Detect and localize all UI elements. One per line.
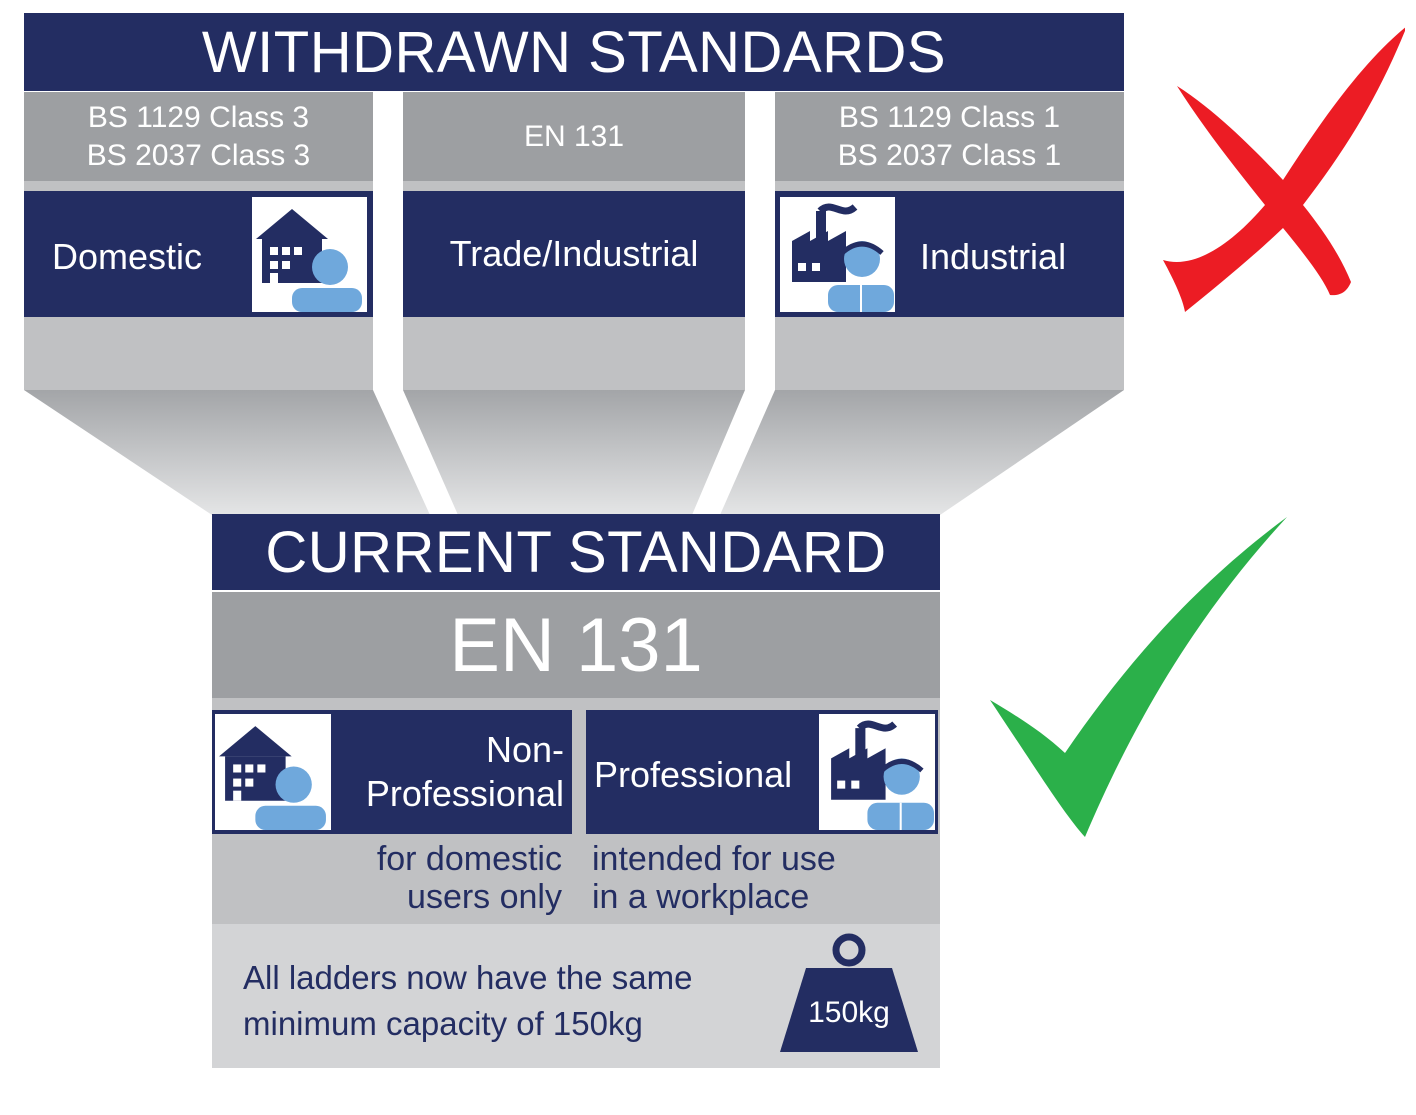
description-line: in a workplace (592, 878, 810, 916)
divider (775, 181, 1124, 191)
label-line: Non- (485, 729, 564, 770)
category-label: Industrial (920, 236, 1067, 277)
column-base (24, 317, 373, 390)
category-label: Non- Professional (366, 728, 564, 816)
note-line: All ladders now have the same (243, 959, 693, 996)
house-person-icon (252, 197, 367, 312)
weight-label: 150kg (808, 996, 890, 1029)
non-professional-description: for domestic users only (377, 840, 562, 916)
description-line: users only (407, 878, 562, 916)
standard-line: BS 1129 Class 3 (87, 100, 310, 134)
check-icon (990, 517, 1287, 837)
standard-line: BS 2037 Class 1 (837, 138, 1062, 172)
current-standard: EN 131 (212, 592, 940, 698)
capacity-note: All ladders now have the same minimum ca… (243, 955, 692, 1047)
non-professional-card: Non- Professional (212, 710, 572, 834)
withdrawn-title: WITHDRAWN STANDARDS (24, 13, 1124, 91)
withdrawn-standard-col3: BS 1129 Class 1 BS 2037 Class 1 (775, 92, 1124, 181)
label-line: Professional (365, 773, 564, 814)
column-base (775, 317, 1124, 390)
withdrawn-category-col2: Trade/Industrial (403, 191, 745, 317)
standard-line: BS 2037 Class 3 (86, 138, 311, 172)
factory-worker-icon (780, 197, 895, 312)
professional-description: intended for use in a workplace (592, 840, 836, 916)
withdrawn-category-col3: Industrial (775, 191, 1124, 317)
category-label: Domestic (52, 236, 203, 277)
column-base (403, 317, 745, 390)
factory-worker-icon (819, 714, 935, 830)
description-line: for domestic (376, 840, 562, 878)
divider (24, 181, 373, 191)
weight-icon: 150kg (778, 932, 920, 1054)
standard-line: BS 1129 Class 1 (838, 100, 1061, 134)
description-line: intended for use (592, 840, 836, 878)
withdrawn-standard-col1: BS 1129 Class 3 BS 2037 Class 3 (24, 92, 373, 181)
note-line: minimum capacity of 150kg (243, 1005, 643, 1042)
house-person-icon (215, 714, 331, 830)
category-label: Professional (594, 754, 793, 795)
current-title: CURRENT STANDARD (212, 514, 940, 590)
divider (403, 181, 745, 191)
withdrawn-standard-col2: EN 131 (403, 92, 745, 181)
professional-card: Professional (586, 710, 938, 834)
withdrawn-category-col1: Domestic (24, 191, 373, 317)
cross-icon (1163, 27, 1405, 312)
